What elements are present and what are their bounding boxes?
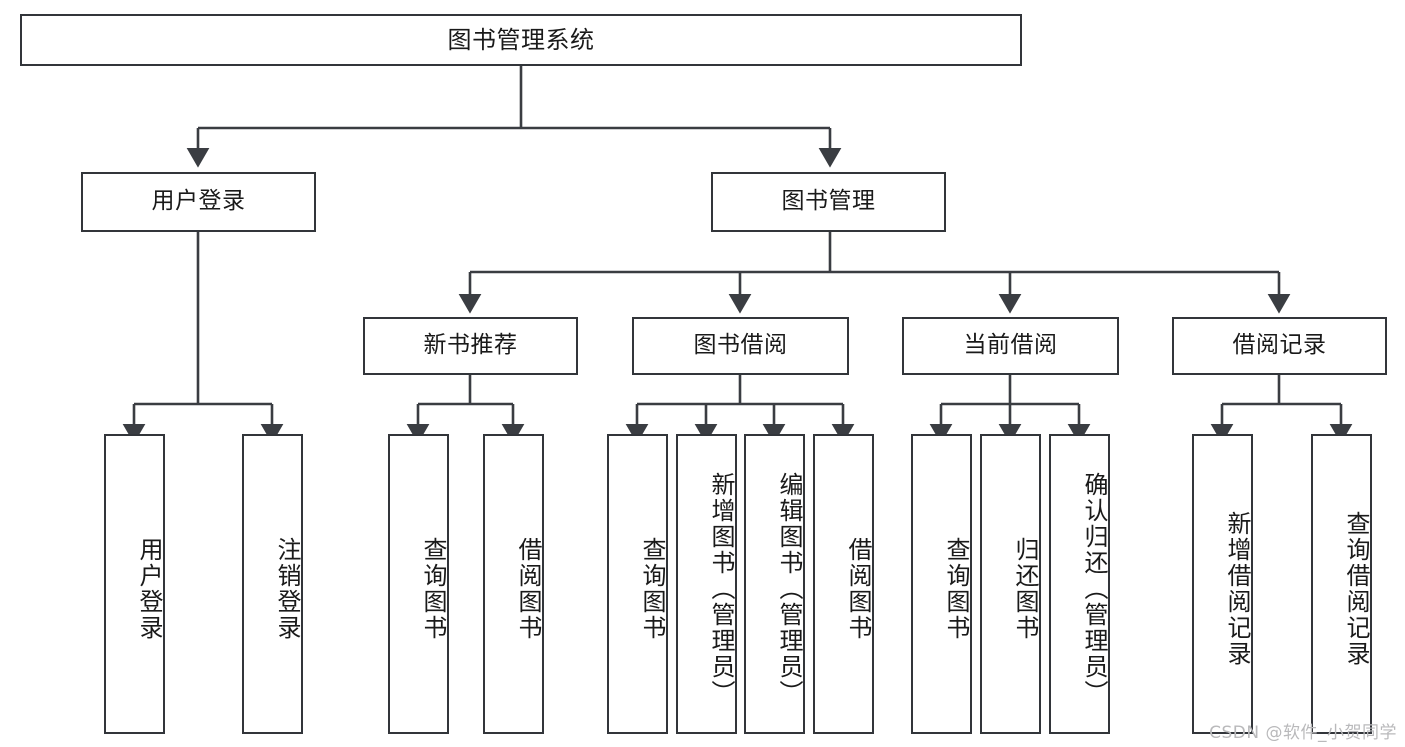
node-label: 借阅图书 — [514, 537, 542, 641]
leaf-add-borrow-record[interactable]: 新增借阅记录 — [1192, 434, 1253, 734]
leaf-borrow-book-2[interactable]: 借阅图书 — [813, 434, 874, 734]
leaf-query-book-2[interactable]: 查询图书 — [607, 434, 668, 734]
node-book-management[interactable]: 图书管理 — [711, 172, 946, 232]
leaf-return-book[interactable]: 归还图书 — [980, 434, 1041, 734]
leaf-query-borrow-record[interactable]: 查询借阅记录 — [1311, 434, 1372, 734]
node-label: 用户登录 — [151, 188, 246, 215]
leaf-logout[interactable]: 注销登录 — [242, 434, 303, 734]
node-user-login[interactable]: 用户登录 — [81, 172, 316, 232]
node-label: 新书推荐 — [423, 332, 518, 359]
csdn-watermark: CSDN @软件_小贺同学 — [1209, 723, 1397, 743]
leaf-user-login[interactable]: 用户登录 — [104, 434, 165, 734]
node-label: 借阅图书 — [844, 537, 872, 641]
node-label: 确认归还（管理员） — [1080, 472, 1108, 706]
node-label: 图书借阅 — [693, 332, 788, 359]
node-label: 查询借阅记录 — [1342, 511, 1370, 667]
leaf-query-book-1[interactable]: 查询图书 — [388, 434, 449, 734]
node-label: 借阅记录 — [1232, 332, 1327, 359]
node-label: 新增图书（管理员） — [707, 472, 735, 706]
node-new-book-recommend[interactable]: 新书推荐 — [363, 317, 578, 375]
node-label: 图书管理 — [781, 188, 876, 215]
node-current-borrow[interactable]: 当前借阅 — [902, 317, 1119, 375]
node-label: 归还图书 — [1011, 537, 1039, 641]
leaf-edit-book[interactable]: 编辑图书（管理员） — [744, 434, 805, 734]
node-label: 图书管理系统 — [447, 25, 595, 54]
node-label: 查询图书 — [419, 537, 447, 641]
node-label: 查询图书 — [942, 537, 970, 641]
leaf-confirm-return[interactable]: 确认归还（管理员） — [1049, 434, 1110, 734]
leaf-query-book-3[interactable]: 查询图书 — [911, 434, 972, 734]
node-book-borrow[interactable]: 图书借阅 — [632, 317, 849, 375]
node-root-system[interactable]: 图书管理系统 — [20, 14, 1022, 66]
node-label: 新增借阅记录 — [1223, 511, 1251, 667]
node-label: 当前借阅 — [963, 332, 1058, 359]
node-borrow-record[interactable]: 借阅记录 — [1172, 317, 1387, 375]
leaf-add-book[interactable]: 新增图书（管理员） — [676, 434, 737, 734]
node-label: 注销登录 — [273, 537, 301, 641]
leaf-borrow-book-1[interactable]: 借阅图书 — [483, 434, 544, 734]
node-label: 查询图书 — [638, 537, 666, 641]
node-label: 用户登录 — [135, 537, 163, 641]
node-label: 编辑图书（管理员） — [775, 472, 803, 706]
